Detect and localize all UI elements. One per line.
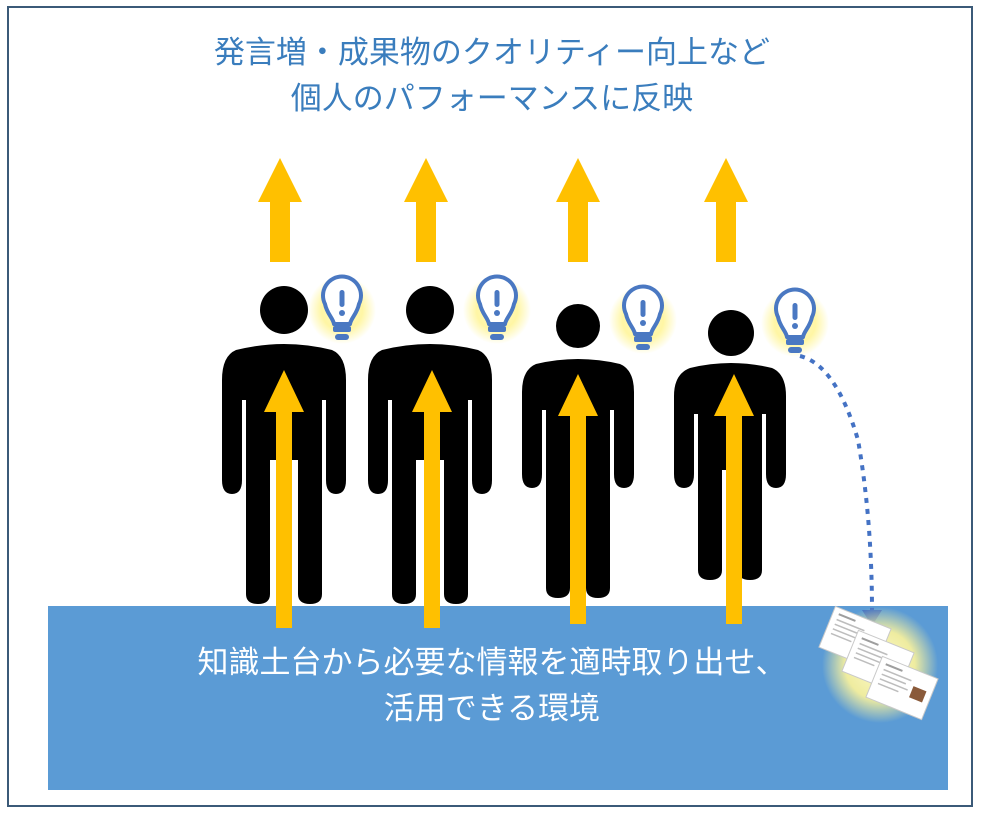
title-line-1: 発言増・成果物のクオリティー向上など [213, 35, 771, 71]
lightbulb-icon [759, 287, 831, 359]
growth-arrow-icon [556, 158, 600, 262]
diagram-frame [7, 6, 973, 807]
knowledge-arrow-icon [558, 374, 598, 624]
person-icon [368, 286, 492, 604]
title-block: 発言増・成果物のクオリティー向上など 個人のパフォーマンスに反映 [0, 30, 984, 122]
foundation-caption: 知識土台から必要な情報を適時取り出せ、 活用できる環境 [0, 640, 984, 732]
retrieval-dotted-arrow [799, 354, 882, 626]
lightbulb-icon [461, 274, 533, 346]
person-icon [522, 304, 634, 598]
foundation-line-2: 活用できる環境 [383, 691, 601, 727]
growth-arrow-icon [704, 158, 748, 262]
person-icon [674, 310, 786, 580]
document-stack [818, 605, 939, 723]
title-line-2: 個人のパフォーマンスに反映 [290, 81, 694, 117]
knowledge-foundation [48, 606, 948, 790]
person-icon [222, 286, 346, 604]
foundation-line-1: 知識土台から必要な情報を適時取り出せ、 [197, 645, 787, 681]
knowledge-arrow-icon [714, 374, 754, 624]
growth-arrow-icon [258, 158, 302, 262]
growth-arrow-icon [404, 158, 448, 262]
lightbulb-icon [607, 284, 679, 356]
knowledge-arrow-icon [264, 370, 304, 628]
lightbulb-icon [306, 274, 378, 346]
knowledge-arrow-icon [412, 370, 452, 628]
